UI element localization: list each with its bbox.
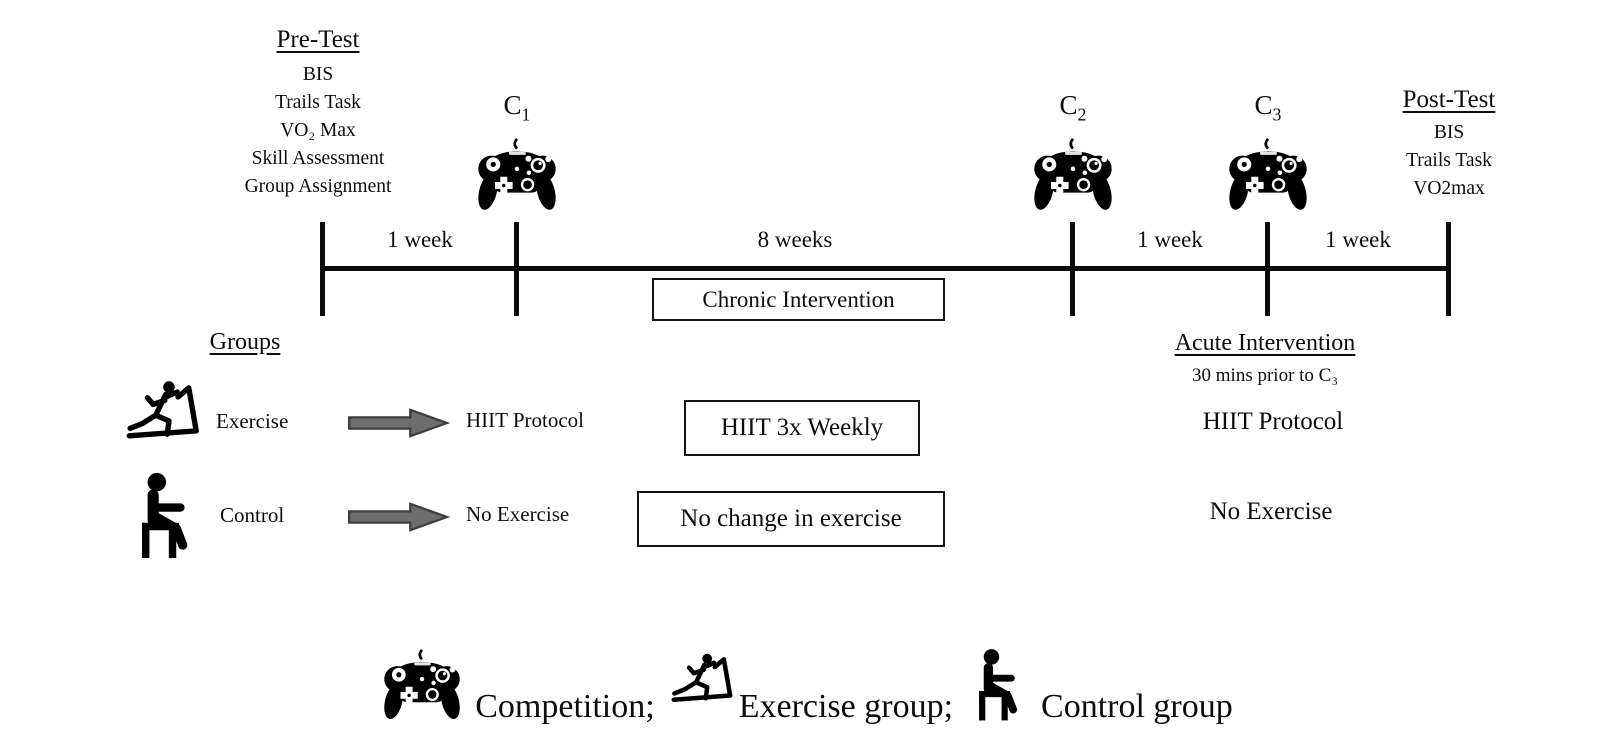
legend-label-exercise-group: Exercise group; xyxy=(738,688,954,725)
group-name-exercise: Exercise xyxy=(216,409,289,433)
legend: Competition; Exercise group; Control gro… xyxy=(0,616,1612,728)
timeline-tick-c3 xyxy=(1265,222,1270,316)
pretest-item: Skill Assessment xyxy=(251,148,385,169)
posttest-item: Trails Task xyxy=(1406,150,1492,171)
game-controller-icon xyxy=(379,649,465,728)
timeline-tick-start xyxy=(320,222,325,316)
right-arrow-icon xyxy=(346,501,452,533)
exercise-acute-label: HIIT Protocol xyxy=(1202,408,1344,435)
game-controller-icon xyxy=(473,138,561,219)
pretest-item: BIS xyxy=(302,64,334,85)
competition-label-c2: C2 xyxy=(1059,90,1087,125)
treadmill-runner-icon xyxy=(671,640,735,726)
seated-person-icon xyxy=(969,642,1031,726)
game-controller-icon xyxy=(1224,138,1312,219)
segment-label: 1 week xyxy=(1325,227,1391,252)
control-chronic-box: No change in exercise xyxy=(637,491,945,547)
acute-intervention-title: Acute Intervention xyxy=(1174,330,1356,356)
timeline-axis xyxy=(323,266,1449,271)
pretest-block: Pre-Test BIS Trails Task VO₂ Max Skill A… xyxy=(173,26,463,201)
control-acute-label: No Exercise xyxy=(1209,498,1333,525)
group-name-control: Control xyxy=(220,503,285,527)
segment-label: 1 week xyxy=(1137,227,1203,252)
timeline-tick-c2 xyxy=(1070,222,1075,316)
seated-person-icon xyxy=(130,466,204,563)
exercise-chronic-box: HIIT 3x Weekly xyxy=(684,400,920,456)
competition-label-c1: C1 xyxy=(503,90,531,125)
posttest-item: BIS xyxy=(1433,122,1465,143)
acute-intervention-block: Acute Intervention 30 mins prior to C₃ xyxy=(1115,330,1415,387)
timeline-tick-end xyxy=(1446,222,1451,316)
control-assignment: No Exercise xyxy=(466,502,570,526)
treadmill-runner-icon xyxy=(126,374,202,458)
chronic-intervention-box: Chronic Intervention xyxy=(652,278,945,321)
acute-intervention-subtitle: 30 mins prior to C₃ xyxy=(1192,365,1338,386)
segment-label: 8 weeks xyxy=(757,227,833,252)
legend-label-control-group: Control group xyxy=(1041,688,1233,725)
competition-label-c3: C3 xyxy=(1254,90,1282,125)
posttest-title: Post-Test xyxy=(1402,86,1496,113)
exercise-assignment: HIIT Protocol xyxy=(466,408,585,432)
posttest-item: VO2max xyxy=(1413,178,1485,199)
segment-label: 1 week xyxy=(387,227,453,252)
pretest-item: VO₂ Max xyxy=(280,120,356,141)
right-arrow-icon xyxy=(346,407,452,439)
posttest-block: Post-Test BIS Trails Task VO2max xyxy=(1334,86,1564,203)
timeline-tick-c1 xyxy=(514,222,519,316)
groups-heading: Groups xyxy=(209,329,281,355)
chronic-intervention-label: Chronic Intervention xyxy=(702,286,895,312)
game-controller-icon xyxy=(1029,138,1117,219)
pretest-title: Pre-Test xyxy=(276,26,360,53)
pretest-item: Group Assignment xyxy=(244,176,392,197)
pretest-item: Trails Task xyxy=(275,92,361,113)
legend-label-competition: Competition; xyxy=(475,688,655,725)
